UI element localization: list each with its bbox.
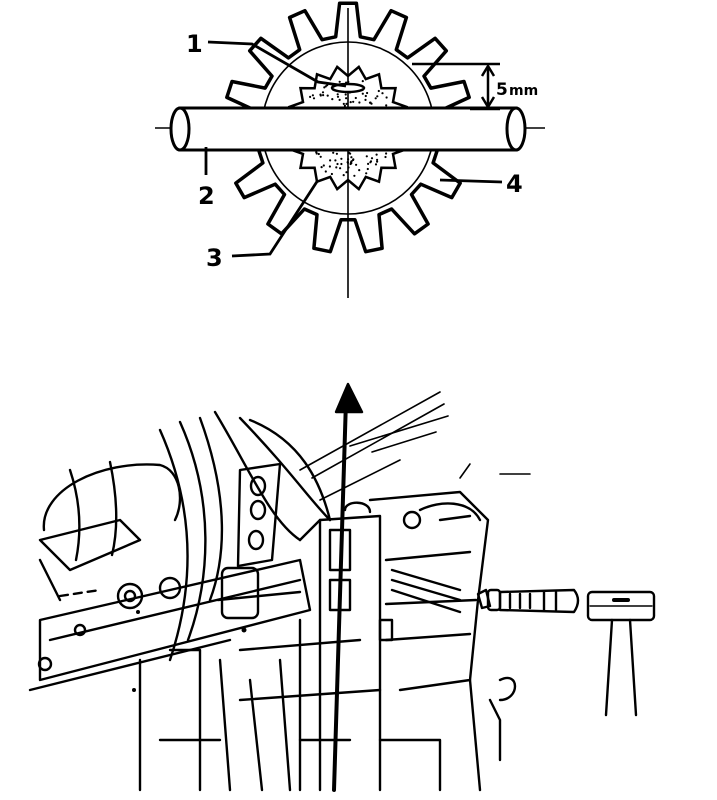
- hub-stipple-dot: [335, 166, 338, 169]
- hub-stipple-dot: [343, 104, 346, 107]
- background-hatching: [299, 391, 531, 501]
- sprocket-outline: [221, 1, 475, 254]
- hub-stipple-dot: [332, 151, 335, 154]
- hub-stipple-dot: [352, 100, 355, 103]
- hub-stipple-dot: [311, 94, 314, 97]
- sprocket-diagram: 5 mm 1 2 3 4: [155, 1, 545, 298]
- hub-stipple-dot: [364, 94, 367, 98]
- hub-stipple-dot: [365, 172, 368, 175]
- callout-4: 4: [506, 170, 523, 198]
- hub-stipple-dot: [370, 157, 374, 160]
- hub-stipple-dot: [349, 161, 353, 164]
- hub-stipple-dot: [317, 152, 320, 156]
- dimension-value: 5: [496, 80, 508, 100]
- hub-stipple-dot: [364, 98, 367, 101]
- hub-stipple-dot: [336, 162, 339, 166]
- hub-stipple-dot: [352, 158, 355, 162]
- hub-stipple-dot: [326, 94, 329, 97]
- hub-stipple-dot: [377, 89, 380, 93]
- hub-stipple-dot: [331, 98, 334, 101]
- gearbox-housing: [138, 490, 517, 792]
- callout-1: 1: [186, 30, 203, 58]
- hub-stipple-dot: [376, 95, 379, 98]
- hub-stipple-dot: [321, 91, 325, 94]
- hub-stipple-dot: [315, 151, 318, 154]
- hammer: [586, 590, 656, 717]
- hub-stipple-dot: [328, 165, 331, 168]
- hub-stipple-dot: [345, 102, 348, 105]
- hub-stipple-dot: [342, 102, 345, 105]
- hub-stipple-dot: [322, 94, 325, 97]
- gearbox-diagram: [28, 382, 656, 792]
- hub-stipple-dot: [385, 152, 388, 155]
- hub-stipple-dot: [361, 80, 364, 83]
- hub-stipple-dot: [342, 174, 345, 177]
- hub-stipple-dot: [349, 101, 352, 104]
- hub-stipple-dot: [309, 95, 312, 98]
- shaft: [169, 106, 527, 152]
- hub-stipple-dot: [349, 162, 352, 166]
- hub-stipple-dot: [385, 104, 388, 107]
- hub-stipple-dot: [338, 98, 341, 101]
- hub-stipple-dot: [324, 170, 327, 173]
- hub-stipple-dot: [385, 96, 388, 99]
- hub-stipple-dot: [366, 91, 369, 95]
- mount-bracket: [216, 462, 302, 620]
- frame-body: [158, 410, 332, 662]
- hub-stipple-dot: [361, 92, 364, 95]
- hub-stipple-dot: [320, 166, 323, 169]
- hub-stipple-dot: [323, 86, 326, 89]
- hub-stipple-dot: [384, 155, 387, 159]
- hub-stipple-dot: [319, 94, 322, 97]
- hub-stipple-dot: [336, 95, 340, 98]
- leader-3: [231, 179, 320, 258]
- hub-stipple-dot: [312, 97, 316, 100]
- hub-stipple-dot: [355, 163, 358, 166]
- exhaust-cylinder: [38, 460, 182, 602]
- hub-stipple-dot: [375, 153, 378, 156]
- hub-stipple-dot: [367, 162, 370, 165]
- drift-punch: [476, 588, 580, 614]
- hub-stipple-dot: [334, 159, 337, 162]
- hub-stipple-dot: [369, 160, 373, 163]
- hub-stipple-dot: [330, 172, 333, 176]
- hub-stipple-dot: [319, 155, 322, 158]
- hub-stipple-dot: [354, 96, 357, 100]
- hub-stipple-dot: [344, 93, 347, 96]
- hub-stipple-dot: [366, 167, 369, 171]
- hub-stipple-dot: [340, 162, 343, 166]
- hub-stipple-dot: [374, 163, 378, 166]
- leader-1: [207, 40, 347, 88]
- dimension-5mm: [412, 62, 500, 111]
- hub-stipple-dot: [350, 156, 353, 159]
- hub-stipple-dot: [374, 97, 377, 100]
- hub-stipple-dot: [339, 167, 342, 170]
- callout-2: 2: [198, 182, 215, 210]
- swing-arm: [28, 558, 312, 692]
- hub-stipple-dot: [353, 174, 356, 177]
- hub-stipple-dot: [376, 160, 379, 163]
- hub-stipple-dot: [365, 155, 368, 158]
- hub-stipple-dot: [358, 101, 361, 104]
- hub-stipple-dot: [335, 152, 338, 155]
- hub-stipple-dot: [336, 93, 339, 96]
- dimension-unit: mm: [509, 83, 538, 99]
- hub-stipple-dot: [358, 169, 361, 172]
- hub-stipple-dot: [376, 158, 379, 161]
- lift-arrow: [332, 382, 364, 792]
- hub-stipple-dot: [340, 157, 343, 160]
- hub-stipple-dot: [369, 101, 372, 104]
- hub-stipple-dot: [381, 92, 384, 95]
- detail-dots: [132, 610, 247, 692]
- hub-stipple-dot: [329, 159, 332, 162]
- hub-stipple-dot: [345, 171, 348, 174]
- leader-4: [439, 178, 503, 184]
- hub-stipple-dot: [345, 97, 348, 100]
- callout-3: 3: [206, 244, 223, 272]
- hub-stipple-dot: [338, 80, 341, 83]
- hub-stipple-dot: [322, 164, 325, 167]
